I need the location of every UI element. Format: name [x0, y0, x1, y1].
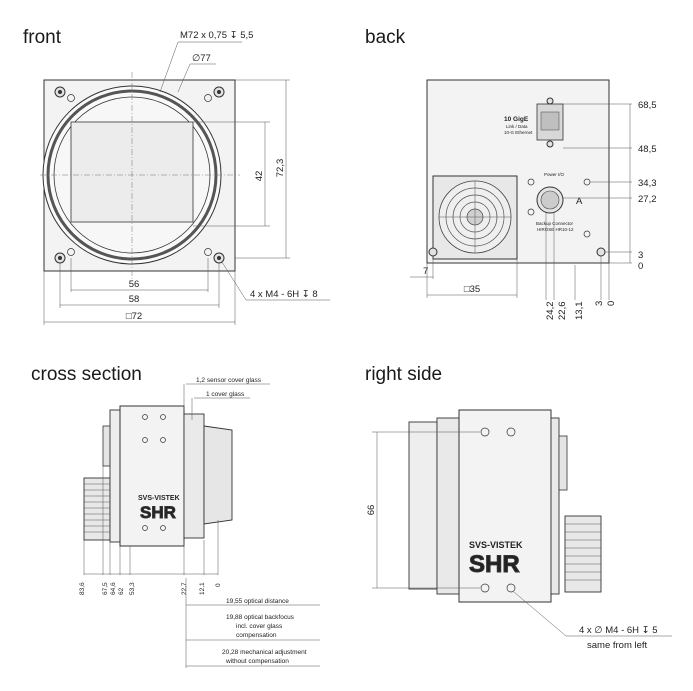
- cross-dim-7: 0: [215, 583, 222, 587]
- cross-model: SHR: [140, 503, 176, 522]
- cross-dim-2: 64,6: [110, 582, 117, 595]
- cover-glass-label: 1 cover glass: [206, 391, 245, 398]
- device-sub2: 10-G Ethernet: [504, 130, 533, 135]
- mech-adjust-note-1: 20,28 mechanical adjustment: [222, 649, 307, 656]
- side-model: SHR: [469, 551, 520, 578]
- sensor-cover-label: 1,2 sensor cover glass: [196, 377, 262, 384]
- back-bottom-dim-4: 0: [606, 301, 617, 306]
- cross-dim-4: 53,3: [129, 582, 136, 595]
- screw-label: 4 x M4 - 6H ↧ 8: [250, 289, 318, 300]
- backfocus-note-2: incl. cover glass: [236, 623, 283, 630]
- right-side-view-title: right side: [365, 364, 443, 385]
- cross-section-view-title: cross section: [31, 364, 142, 385]
- dim-48-5: 48,5: [638, 144, 657, 155]
- cross-dim-5: 22,7: [181, 582, 188, 595]
- dim-3: 3: [638, 250, 643, 261]
- mech-adjust-note-2: without compensation: [225, 658, 289, 665]
- dim-58: 58: [129, 294, 140, 305]
- dim-35: □35: [464, 284, 480, 295]
- dim-68-5: 68,5: [638, 100, 657, 111]
- dim-34-3: 34,3: [638, 178, 657, 189]
- back-bottom-dim-2: 13,1: [574, 302, 585, 321]
- dim-72-3: 72,3: [275, 159, 286, 178]
- back-bottom-dim-3: 3: [594, 301, 605, 306]
- lens-mount-section: [203, 425, 233, 525]
- back-bottom-dim-1: 22,6: [557, 302, 568, 321]
- side-screw-label-1: 4 x ∅ M4 - 6H ↧ 5: [579, 625, 658, 636]
- front-view: M72 x 0,75 ↧ 5,5 ∅77 42 72,3 56 58 □72 4…: [40, 30, 330, 325]
- backfocus-note-1: 19,88 optical backfocus: [226, 614, 295, 621]
- dim-72: □72: [126, 311, 142, 322]
- thread-label: M72 x 0,75 ↧ 5,5: [180, 30, 253, 41]
- dim-0: 0: [638, 261, 643, 272]
- label-A: A: [576, 196, 583, 207]
- front-mounting-holes: [54, 86, 225, 264]
- cross-section-housing: [119, 405, 185, 547]
- cross-section-view: SVS-VISTEK SHR 1,2 sensor cover glass 1 …: [79, 377, 320, 668]
- cross-dim-0: 83,6: [79, 582, 86, 595]
- device-label: 10 GigE: [504, 116, 529, 123]
- back-view: 10 GigE Link / Data 10-G Ethernet Power …: [410, 79, 657, 321]
- device-sub1: Link / Data: [506, 124, 528, 129]
- power-label: Power I/O: [544, 172, 565, 177]
- back-view-title: back: [365, 27, 406, 48]
- dim-66: 66: [366, 505, 377, 516]
- cross-dim-1: 67,5: [102, 582, 109, 595]
- cross-dim-6: 12,1: [199, 582, 206, 595]
- dim-42: 42: [254, 171, 265, 182]
- dim-56: 56: [129, 279, 140, 290]
- back-bottom-dim-0: 24,2: [545, 302, 556, 321]
- side-brand: SVS-VISTEK: [469, 540, 523, 550]
- right-side-housing: [458, 409, 552, 603]
- optical-distance-note: 19,55 optical distance: [226, 598, 289, 605]
- backfocus-note-3: compensation: [236, 632, 277, 639]
- dim-7: 7: [423, 266, 428, 277]
- conn-label1: Backup Connector: [536, 221, 574, 226]
- cross-dim-3: 62: [118, 587, 125, 595]
- cross-brand: SVS-VISTEK: [138, 495, 180, 502]
- front-view-title: front: [23, 27, 62, 48]
- side-screw-label-2: same from left: [587, 640, 648, 651]
- conn-label2: HIROSE HR10-12: [537, 227, 574, 232]
- right-side-view: SVS-VISTEK SHR 66 4 x ∅ M4 - 6H ↧ 5 same…: [366, 409, 672, 651]
- diameter-label: ∅77: [192, 53, 211, 64]
- dim-27-2: 27,2: [638, 194, 657, 205]
